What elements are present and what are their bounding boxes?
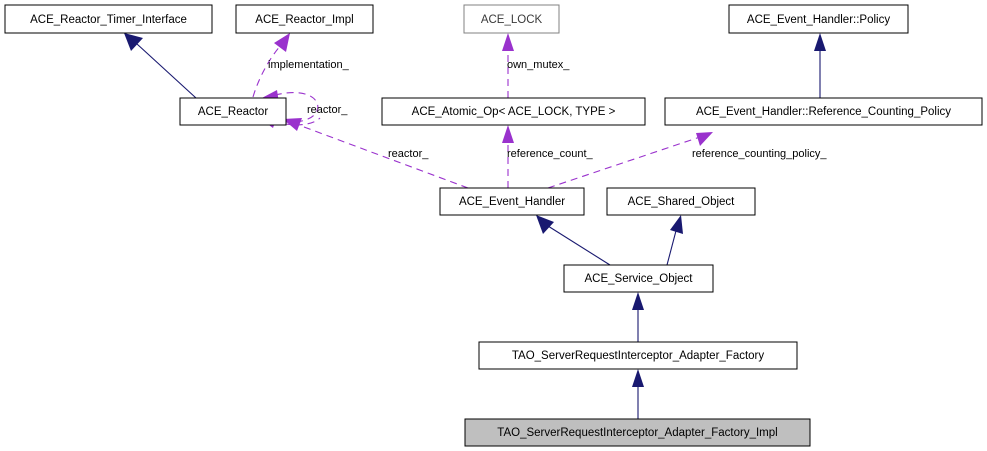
class-node-tao-serverrequestinterceptor-adapter-factory[interactable]: TAO_ServerRequestInterceptor_Adapter_Fac… <box>478 341 798 370</box>
class-node-ace-event-handler[interactable]: ACE_Event_Handler <box>439 187 585 216</box>
edge-service-object-to-event-handler <box>536 215 611 266</box>
class-node-label: ACE_Event_Handler::Reference_Counting_Po… <box>696 106 951 118</box>
class-node-label: ACE_Reactor_Impl <box>255 14 353 26</box>
class-node-label: ACE_Reactor_Timer_Interface <box>30 14 187 26</box>
class-node-label: ACE_Event_Handler <box>459 196 565 208</box>
edge-label-reference-count: reference_count_ <box>507 148 593 160</box>
class-node-label: ACE_Service_Object <box>584 273 693 285</box>
class-node-tao-serverrequestinterceptor-adapter-factory-impl[interactable]: TAO_ServerRequestInterceptor_Adapter_Fac… <box>464 418 811 447</box>
class-node-ace-service-object[interactable]: ACE_Service_Object <box>563 264 714 293</box>
class-node-label: ACE_Event_Handler::Policy <box>747 14 890 26</box>
edge-label-layer: implementation_ own_mutex_ reactor_ reac… <box>268 59 827 160</box>
class-node-ace-lock[interactable]: ACE_LOCK <box>463 4 560 34</box>
class-node-ace-reactor-timer-interface[interactable]: ACE_Reactor_Timer_Interface <box>4 4 213 34</box>
edge-rcp-to-policy <box>814 33 826 98</box>
class-node-label: TAO_ServerRequestInterceptor_Adapter_Fac… <box>497 427 777 439</box>
class-node-label: ACE_Reactor <box>198 106 268 118</box>
edge-reactor-to-reactor-impl <box>252 33 290 98</box>
edge-factory-to-service-object <box>632 292 644 342</box>
class-node-ace-reactor-impl[interactable]: ACE_Reactor_Impl <box>235 4 374 34</box>
edge-label-reactor-self: reactor_ <box>307 104 348 116</box>
edge-event-handler-to-rcp <box>547 132 713 189</box>
class-node-ace-shared-object[interactable]: ACE_Shared_Object <box>606 187 756 216</box>
edge-event-handler-to-reactor <box>283 118 469 189</box>
class-node-ace-reactor[interactable]: ACE_Reactor <box>179 97 287 126</box>
edge-label-own-mutex: own_mutex_ <box>507 59 570 71</box>
edge-reactor-to-timer-interface <box>124 33 197 99</box>
class-node-label: TAO_ServerRequestInterceptor_Adapter_Fac… <box>512 350 765 362</box>
edge-label-reference-counting-policy: reference_counting_policy_ <box>692 148 827 160</box>
edge-label-reactor: reactor_ <box>388 148 429 160</box>
edge-event-handler-to-atomic-op <box>502 125 514 188</box>
edge-atomic-op-to-ace-lock <box>502 33 514 98</box>
edge-service-object-to-shared-object <box>666 215 683 266</box>
class-node-label: ACE_Atomic_Op< ACE_LOCK, TYPE > <box>412 106 616 118</box>
class-node-label: ACE_LOCK <box>481 14 543 26</box>
edge-label-implementation: implementation_ <box>268 59 350 71</box>
class-node-label: ACE_Shared_Object <box>628 196 736 208</box>
class-node-ace-event-handler-policy[interactable]: ACE_Event_Handler::Policy <box>728 4 909 34</box>
class-node-ace-atomic-op[interactable]: ACE_Atomic_Op< ACE_LOCK, TYPE > <box>381 97 646 126</box>
class-node-ace-event-handler-reference-counting-policy[interactable]: ACE_Event_Handler::Reference_Counting_Po… <box>664 97 983 126</box>
node-layer: ACE_Reactor_Timer_Interface ACE_Reactor_… <box>4 4 983 447</box>
edge-factory-impl-to-factory <box>632 369 644 419</box>
